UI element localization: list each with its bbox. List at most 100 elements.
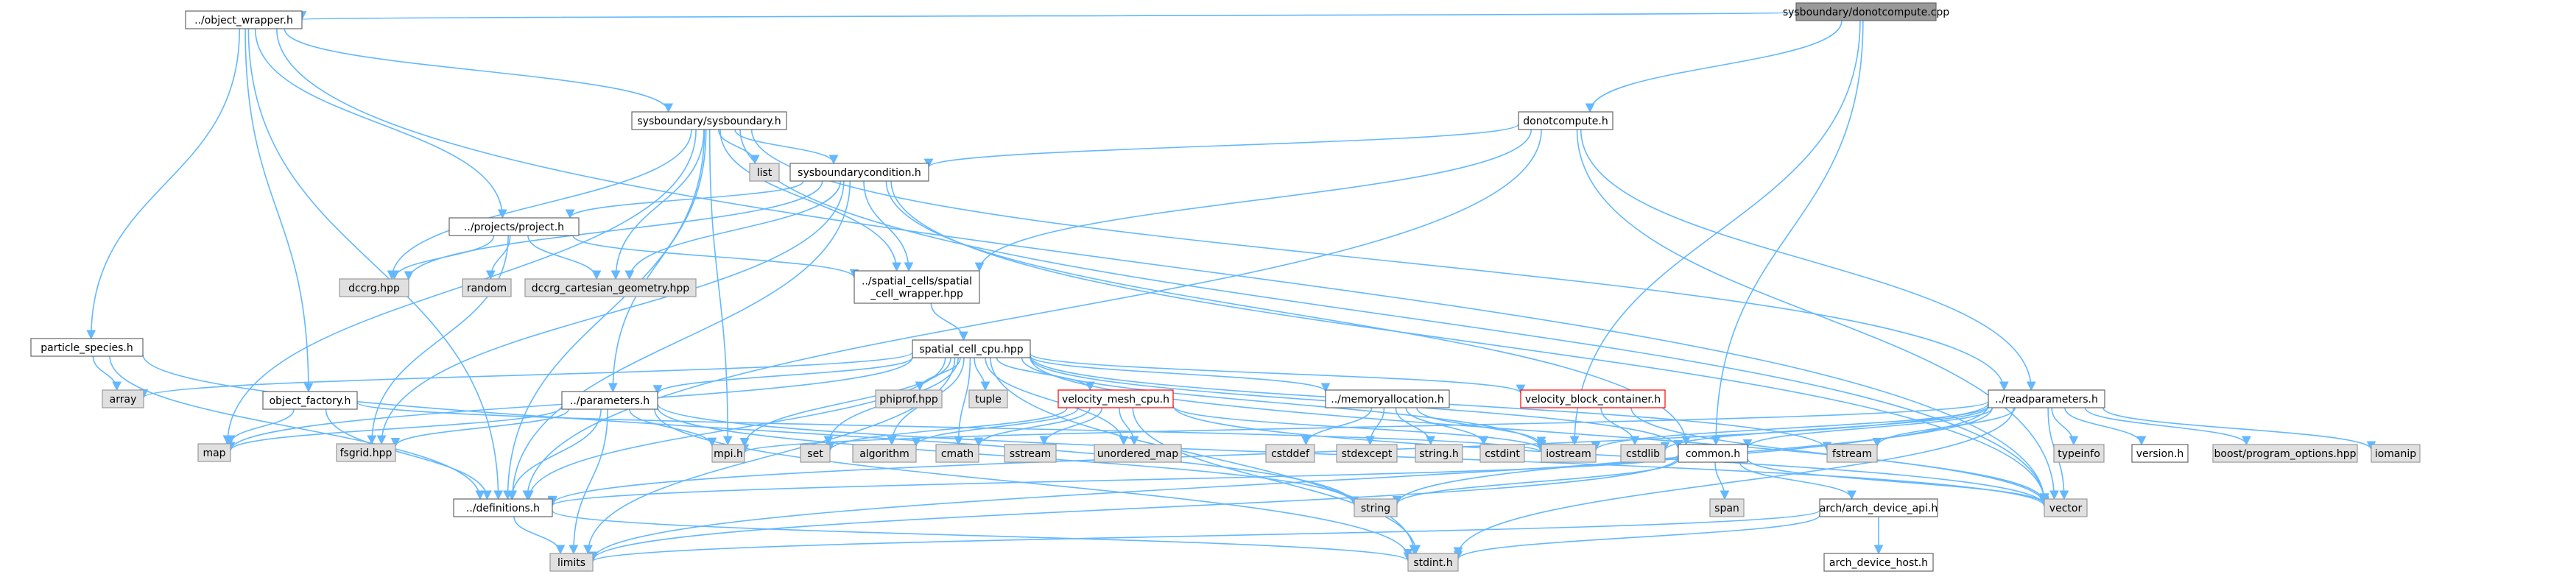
node-project[interactable]: ../projects/project.h xyxy=(448,217,580,236)
node-label-cstddef: cstddef xyxy=(1271,448,1310,460)
node-label-iostream: iostream xyxy=(1546,448,1591,460)
node-label-fsgrid: fsgrid.hpp xyxy=(340,447,393,459)
edge-spatialcpu-to-memalloc xyxy=(1030,355,1331,393)
edge-vmesh-to-vector xyxy=(1172,405,2049,506)
node-box-typeinfo xyxy=(2053,444,2105,463)
node-spatialwrap[interactable]: ../spatial_cells/spatial_cell_wrapper.hp… xyxy=(854,270,980,304)
node-box-dccrg xyxy=(339,278,409,297)
node-box-objwrap xyxy=(185,10,303,29)
edge-readparams-to-mpi xyxy=(740,400,1989,454)
edge-sysbcond-to-project xyxy=(565,180,804,219)
edge-vmesh-to-set xyxy=(825,407,1068,452)
node-box-iomanip xyxy=(2371,444,2421,463)
edge-params-to-stdinth xyxy=(654,408,1413,559)
edge-readparams-to-iomanip xyxy=(2102,407,2376,451)
node-mpi: mpi.h xyxy=(711,444,745,463)
node-sysbcond[interactable]: sysboundarycondition.h xyxy=(789,163,929,182)
edge-memalloc-to-iostream xyxy=(1416,407,1546,447)
edge-readparams-to-versionh xyxy=(2064,407,2147,446)
node-sysbsysb[interactable]: sysboundary/sysboundary.h xyxy=(631,111,787,130)
node-box-array xyxy=(102,389,144,408)
node-box-readparams xyxy=(1988,389,2105,408)
node-memalloc[interactable]: ../memoryallocation.h xyxy=(1325,389,1450,408)
edge-sysbsysb-to-spatialwrap xyxy=(719,129,901,272)
edge-sysbcond-to-fsgrid xyxy=(376,180,845,445)
node-params[interactable]: ../parameters.h xyxy=(561,391,658,410)
node-donot[interactable]: donotcompute.h xyxy=(1518,111,1613,130)
node-label-span: span xyxy=(1714,503,1739,514)
edge-sysbcond-to-defs xyxy=(507,180,851,500)
node-box-mpi xyxy=(711,444,745,463)
node-versionh[interactable]: version.h xyxy=(2131,444,2189,463)
node-objwrap[interactable]: ../object_wrapper.h xyxy=(185,10,303,29)
edge-readparams-to-typeinfo xyxy=(2051,407,2079,446)
edge-project-to-spatialwrap xyxy=(572,235,859,279)
edge-objwrap-to-particle xyxy=(86,28,241,340)
node-archhost[interactable]: arch_device_host.h xyxy=(1823,553,1934,572)
node-box-span xyxy=(1709,498,1745,517)
node-label-vbc: velocity_block_container.h xyxy=(1525,394,1661,406)
node-box-fsgrid xyxy=(336,443,396,462)
node-label-vector: vector xyxy=(2049,503,2083,514)
node-spatialcpu[interactable]: spatial_cell_cpu.hpp xyxy=(912,339,1031,358)
node-label-typeinfo: typeinfo xyxy=(2058,448,2100,460)
node-common[interactable]: common.h xyxy=(1678,444,1748,463)
node-box-root xyxy=(1795,2,1937,21)
edge-vmesh-to-umap xyxy=(1119,407,1139,446)
edge-vmesh-to-stdinth xyxy=(1132,407,1421,555)
edge-params-to-defs xyxy=(507,408,602,500)
node-dccrg: dccrg.hpp xyxy=(339,278,409,297)
node-label-params: ../parameters.h xyxy=(570,395,650,407)
node-typeinfo: typeinfo xyxy=(2053,444,2105,463)
edge-spatialcpu-to-array xyxy=(138,352,913,399)
node-dccrgcart: dccrg_cartesian_geometry.hpp xyxy=(524,278,697,297)
node-stdinth: stdint.h xyxy=(1407,553,1459,572)
edge-sysbsysb-to-sysbcond xyxy=(734,129,839,165)
node-box-particle xyxy=(30,338,144,357)
node-label-array: array xyxy=(110,394,137,406)
node-array: array xyxy=(102,389,144,408)
edge-sysbcond-to-dccrgcart xyxy=(624,180,841,280)
node-vbc[interactable]: velocity_block_container.h xyxy=(1520,389,1666,408)
node-box-umap xyxy=(1094,444,1182,463)
edge-spatialcpu-to-defs xyxy=(524,357,946,500)
node-vmesh[interactable]: velocity_mesh_cpu.h xyxy=(1058,389,1174,408)
node-label-memalloc: ../memoryallocation.h xyxy=(1331,394,1443,406)
node-label-cstdlib: cstdlib xyxy=(1626,448,1660,460)
node-root[interactable]: sysboundary/donotcompute.cpp xyxy=(1783,2,1949,21)
node-label-cmath: cmath xyxy=(941,448,974,460)
node-label-archapi: arch/arch_device_api.h xyxy=(1820,503,1938,514)
edge-objwrap-to-project xyxy=(254,28,507,219)
edge-vmesh-to-cmath xyxy=(974,407,1091,447)
node-cmath: cmath xyxy=(935,444,979,463)
node-label-iomanip: iomanip xyxy=(2375,448,2416,460)
node-box-archhost xyxy=(1823,553,1934,572)
node-readparams[interactable]: ../readparameters.h xyxy=(1988,389,2105,408)
node-box-donot xyxy=(1518,111,1613,130)
edge-archapi-to-stdinth xyxy=(1453,514,1820,561)
edge-params-to-mpi xyxy=(629,408,717,447)
node-defs[interactable]: ../definitions.h xyxy=(453,498,553,517)
edge-sysbcond-to-spatialwrap xyxy=(863,180,914,272)
node-particle[interactable]: particle_species.h xyxy=(30,338,144,357)
node-label-sysbcond: sysboundarycondition.h xyxy=(798,167,921,179)
node-box-archapi xyxy=(1819,498,1938,517)
node-label-spatialcpu: spatial_cell_cpu.hpp xyxy=(919,344,1023,355)
node-objfactory[interactable]: object_factory.h xyxy=(262,391,358,410)
edge-memalloc-to-cstdint xyxy=(1405,407,1489,446)
node-archapi[interactable]: arch/arch_device_api.h xyxy=(1819,498,1938,517)
node-label-versionh: version.h xyxy=(2136,448,2184,460)
node-label-readparams: ../readparameters.h xyxy=(1995,394,2098,406)
node-box-cstddef xyxy=(1265,444,1315,463)
edge-particle-to-string xyxy=(142,354,1359,506)
edge-sysbcond-to-dccrg xyxy=(404,180,823,281)
edge-sysbsysb-to-dccrgcart xyxy=(610,129,705,280)
edge-readparams-to-boostpo xyxy=(2084,407,2251,446)
edge-sysbsysb-to-mpi xyxy=(708,129,733,446)
edge-sysbsysb-to-params xyxy=(608,129,707,393)
node-label-project: ../projects/project.h xyxy=(464,222,564,233)
edge-vmesh-to-algorithm xyxy=(911,407,1079,447)
edge-spatialcpu-to-phiprof xyxy=(915,357,961,392)
edge-params-to-limits xyxy=(569,408,608,555)
